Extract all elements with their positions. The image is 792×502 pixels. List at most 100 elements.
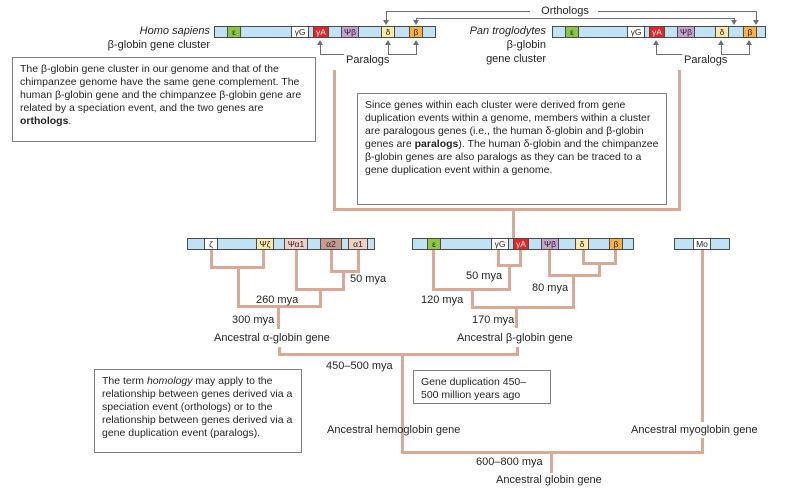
myoglobin-stem-bottom [701, 438, 704, 453]
gene-psi-beta: Ψβ [341, 26, 359, 38]
time-50mya-beta: 50 mya [466, 270, 503, 282]
paralog-stem [656, 44, 657, 54]
paralog-stem [320, 44, 321, 54]
beta-tree-node-delta-beta-stem [598, 262, 601, 276]
paralog-stem-beta [749, 44, 750, 55]
gene-epsilon: ε [427, 238, 441, 250]
time-50mya-alpha: 50 mya [350, 273, 387, 285]
gene-beta: β [743, 26, 757, 38]
orthologs-inner-line [416, 18, 734, 19]
human-beta-cluster-chromosome: ε γG γA Ψβ δ β [214, 26, 436, 38]
note-text: Gene duplication 450–500 million years a… [421, 376, 527, 401]
hemoglobin-node [278, 353, 519, 356]
gene-gamma-a: γA [513, 238, 529, 250]
human-cluster-label: β-globin gene cluster [107, 39, 210, 51]
chimp-beta-cluster-chromosome: ε γG γA Ψβ δ β [552, 26, 766, 38]
gene-delta: δ [575, 238, 589, 250]
beta-tree-psibeta [548, 250, 551, 276]
beta-tree-gammag [497, 250, 500, 266]
arrow-up-icon [718, 40, 724, 45]
globin-stem [550, 451, 553, 473]
gene-alpha2: α2 [320, 238, 342, 250]
alpha-cluster-chromosome: ζ Ψζ Ψα1 α2 α1 [187, 238, 375, 250]
orthologs-inner-drop-left [416, 18, 417, 21]
tree-link-bar [333, 208, 681, 211]
gene-gamma-g: γG [491, 238, 509, 250]
beta-ancestor-stem [516, 347, 519, 355]
orthologs-line-left [386, 11, 530, 12]
ancestral-hemoglobin: Ancestral hemoglobin gene [327, 424, 461, 436]
gene-psi-beta: Ψβ [541, 238, 559, 250]
gene-duplication-box: Gene duplication 450–500 million years a… [413, 370, 551, 404]
arrow-up-icon [317, 40, 323, 45]
ancestral-alpha-globin: Ancestral α-globin gene [214, 332, 330, 344]
homology-explanation-box: The term homology may apply to the relat… [94, 369, 302, 453]
arrow-up-icon [746, 40, 752, 45]
ortholog-explanation-box: The β-globin gene cluster in our genome … [12, 57, 316, 142]
ancestral-myoglobin: Ancestral myoglobin gene [631, 424, 758, 436]
paralog-stem-delta [388, 44, 389, 55]
paralog-explanation-box: Since genes within each cluster were der… [357, 93, 667, 205]
gene-psi-alpha1: Ψα1 [284, 238, 308, 250]
time-260mya: 260 mya [256, 294, 299, 306]
beta-tree-node-50-stem [508, 264, 511, 290]
beta-tree-epsilon [432, 250, 435, 290]
note-text: Since genes within each cluster were der… [365, 99, 651, 150]
paralog-bracket [721, 54, 750, 55]
gene-delta: δ [715, 26, 729, 38]
tree-link-down [512, 208, 515, 238]
paralogs-label-chimp: Paralogs [684, 54, 728, 66]
beta-tree-node-120-stem [471, 288, 474, 308]
alpha-ancestor-stem [278, 347, 281, 355]
ancestral-beta-globin: Ancestral β-globin gene [457, 332, 573, 344]
gene-gamma-g: γG [627, 26, 645, 38]
arrow-down-icon [383, 20, 389, 25]
orthologs-inner-drop-right [734, 18, 735, 21]
arrow-down-icon [753, 20, 759, 25]
beta-tree-gammaa [519, 250, 522, 266]
tree-link-human [333, 70, 336, 210]
chimp-cluster-label-2: gene cluster [486, 53, 546, 65]
note-text: may apply to the relationship between ge… [102, 375, 293, 439]
alpha-tree-zeta [210, 250, 213, 268]
gene-epsilon: ε [565, 26, 579, 38]
gene-psi-beta: Ψβ [677, 26, 695, 38]
tree-link-chimp [678, 70, 681, 210]
arrow-up-icon [413, 40, 419, 45]
gene-beta: β [409, 26, 423, 38]
paralog-line [656, 54, 682, 55]
ancestral-globin: Ancestral globin gene [496, 474, 602, 486]
gene-epsilon: ε [227, 26, 241, 38]
note-italic-term: homology [146, 375, 193, 387]
gene-psi-zeta: Ψζ [256, 238, 274, 250]
homo-sapiens-label: Homo sapiens [139, 25, 210, 37]
time-170mya: 170 mya [472, 314, 515, 326]
alpha-tree-alpha2 [330, 250, 333, 272]
myoglobin-stem-top [701, 250, 704, 422]
alpha-tree-node1-stem [237, 266, 240, 306]
gene-delta: δ [381, 26, 395, 38]
alpha-tree-psizeta [262, 250, 265, 268]
note-text: ). The human δ-globin and the chimpanzee… [365, 138, 659, 176]
paralog-bracket [388, 54, 417, 55]
orthologs-line-right [598, 11, 756, 12]
alpha-tree-alpha1 [357, 250, 360, 272]
arrow-up-icon [653, 40, 659, 45]
gene-beta: β [609, 238, 623, 250]
paralog-stem-delta [721, 44, 722, 55]
beta-tree-node-80-stem [572, 274, 575, 308]
gene-gamma-g: γG [291, 26, 309, 38]
note-bold-term: paralogs [414, 138, 459, 150]
time-120mya: 120 mya [421, 294, 464, 306]
beta-tree-node-170 [471, 306, 575, 309]
chimp-cluster-label-1: β-globin [506, 39, 546, 51]
alpha-tree-node-300-stem [277, 305, 280, 329]
hemoglobin-stem [401, 353, 404, 453]
orthologs-label: Orthologs [541, 5, 589, 17]
orthologs-drop-human-delta [386, 11, 387, 20]
time-600-800mya: 600–800 mya [476, 456, 543, 468]
beta-tree-delta [582, 250, 585, 264]
gene-gamma-a: γA [649, 26, 665, 38]
alpha-tree-node-260-stem [319, 288, 322, 306]
